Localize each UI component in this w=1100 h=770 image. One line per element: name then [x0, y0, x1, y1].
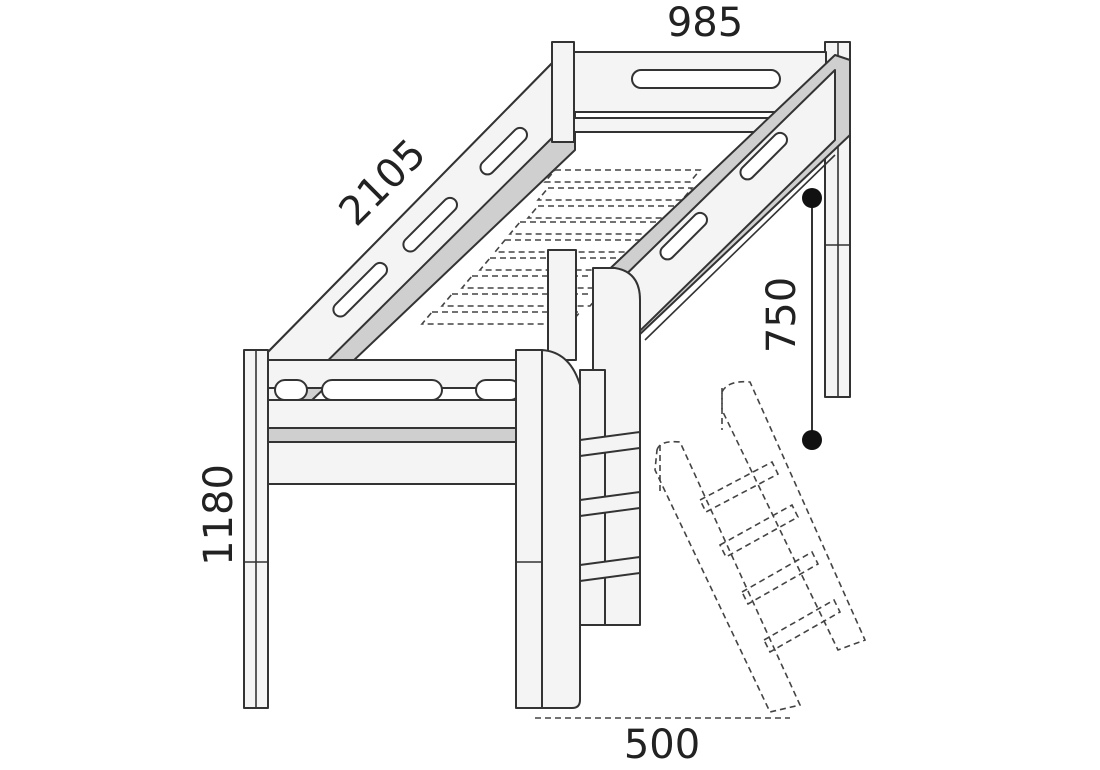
ladder-installed: [579, 267, 641, 626]
back-left-post: [551, 41, 575, 143]
dimension-width: 985: [667, 0, 743, 46]
clearance-marker-top: [802, 188, 822, 208]
clearance-dimension: [802, 188, 822, 450]
dimension-height: 1180: [196, 464, 242, 566]
dimension-ladder-offset: 500: [624, 722, 700, 768]
front-left-leg: [243, 349, 269, 709]
ladder-inner-post: [547, 249, 577, 361]
dimension-clearance: 750: [759, 277, 805, 353]
front-foot-rail: [261, 359, 521, 485]
front-right-side-rail: [597, 54, 851, 373]
ladder-alternate-position: [654, 380, 867, 713]
back-left-side-rail: [267, 54, 576, 441]
clearance-marker-bottom: [802, 430, 822, 450]
front-right-leg: [515, 349, 581, 709]
